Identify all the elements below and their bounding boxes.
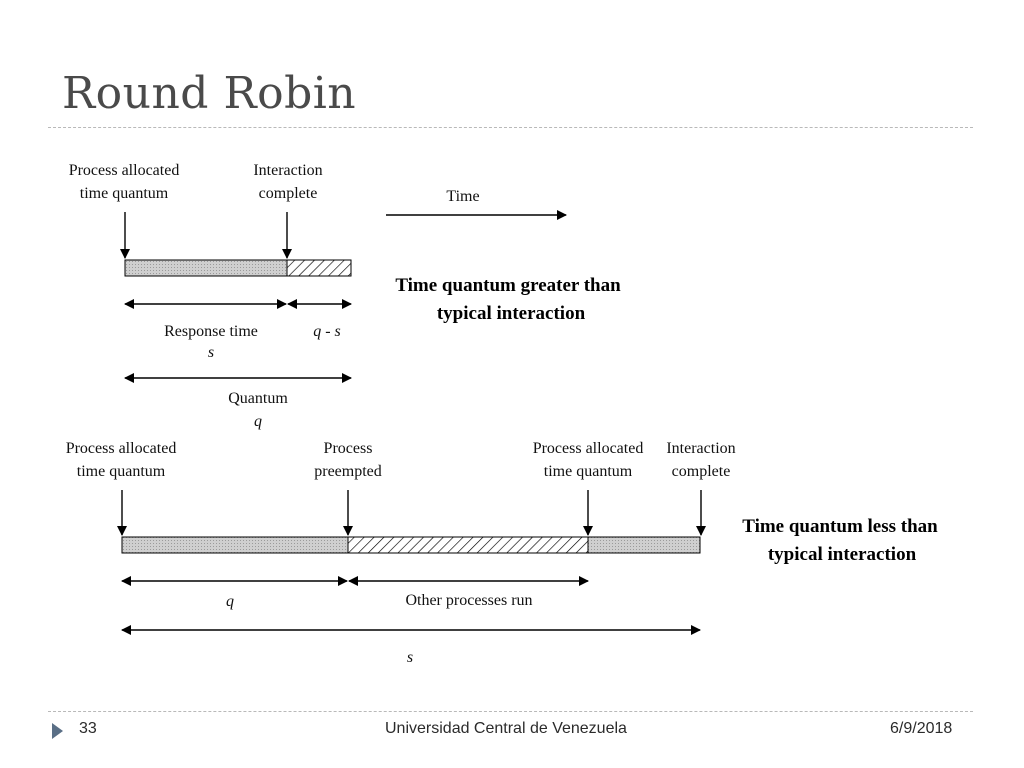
top-bar-run-segment bbox=[124, 259, 288, 277]
bottom-bar-hatched-segment bbox=[347, 536, 589, 554]
footer-institution: Universidad Central de Venezuela bbox=[385, 720, 627, 737]
top-caption-line2: typical interaction bbox=[437, 303, 586, 324]
bottom-label-interaction-line2: complete bbox=[672, 463, 731, 480]
bottom-label-alloc2-line1: Process allocated bbox=[533, 440, 644, 457]
response-time-label: Response time bbox=[164, 323, 258, 340]
time-label: Time bbox=[446, 188, 479, 205]
bottom-caption-line1: Time quantum less than bbox=[742, 516, 938, 537]
bottom-diagram: Process allocated time quantum Process p… bbox=[66, 440, 938, 666]
bottom-label-preempt-line1: Process bbox=[324, 440, 373, 457]
bottom-label-preempt-line2: preempted bbox=[314, 463, 382, 480]
bottom-bar-run-segment-2 bbox=[587, 536, 701, 554]
bottom-bar-run-segment-1 bbox=[121, 536, 349, 554]
top-diagram: Process allocated time quantum Interacti… bbox=[69, 162, 621, 430]
top-bar-hatched-segment bbox=[286, 259, 352, 277]
bottom-s-label: s bbox=[407, 649, 413, 666]
top-label-alloc-line2: time quantum bbox=[80, 185, 169, 202]
top-label-alloc-line1: Process allocated bbox=[69, 162, 180, 179]
other-processes-label: Other processes run bbox=[405, 592, 532, 609]
quantum-label: Quantum bbox=[228, 390, 288, 407]
slide-title: Round Robin bbox=[62, 68, 357, 119]
q-minus-s-label: q - s bbox=[313, 323, 341, 340]
top-label-interaction-line2: complete bbox=[259, 185, 318, 202]
footer-divider bbox=[48, 711, 973, 712]
bottom-label-alloc-line2: time quantum bbox=[77, 463, 166, 480]
footer-date: 6/9/2018 bbox=[890, 720, 953, 737]
round-robin-diagram: Process allocated time quantum Interacti… bbox=[66, 162, 938, 666]
response-time-s: s bbox=[208, 344, 214, 361]
bottom-label-alloc2-line2: time quantum bbox=[544, 463, 633, 480]
page-number: 33 bbox=[79, 720, 97, 737]
bottom-q-label: q bbox=[226, 593, 234, 610]
bottom-label-alloc-line1: Process allocated bbox=[66, 440, 177, 457]
top-caption-line1: Time quantum greater than bbox=[395, 275, 621, 296]
quantum-q: q bbox=[254, 413, 262, 430]
bottom-label-interaction-line1: Interaction bbox=[666, 440, 735, 457]
bullet-arrow-icon bbox=[52, 723, 63, 739]
bottom-caption-line2: typical interaction bbox=[768, 544, 917, 565]
title-divider bbox=[48, 127, 973, 128]
top-label-interaction-line1: Interaction bbox=[253, 162, 322, 179]
